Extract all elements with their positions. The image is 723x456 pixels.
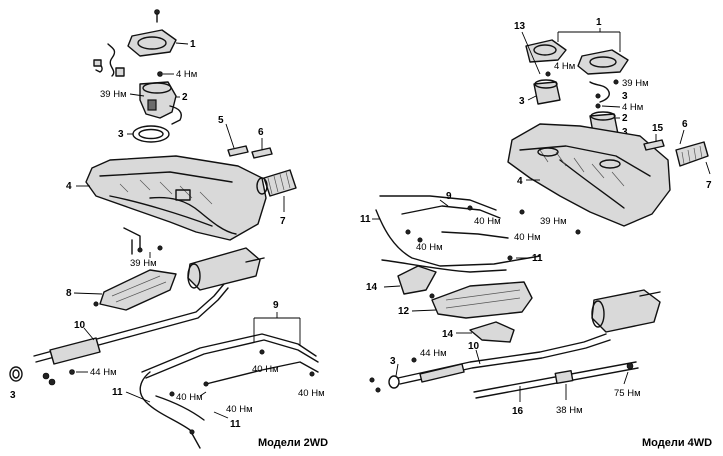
harness-right — [589, 79, 619, 109]
torque-left-40nm-a: 40 Нм — [252, 364, 279, 375]
callout-left-5: 5 — [218, 115, 224, 126]
lower-lines-clamps — [125, 371, 229, 449]
part-10-pipe-4wd — [397, 333, 611, 385]
torque-left-44nm: 44 Нм — [90, 367, 117, 378]
callout-right-2: 2 — [622, 113, 628, 124]
part-14-shield-b — [456, 321, 515, 343]
diagram-2wd: 1 4 Нм 2 39 Нм 3 — [9, 9, 328, 449]
callout-right-15: 15 — [652, 123, 664, 134]
harness-wire — [93, 43, 125, 77]
callout-right-3c: 3 — [622, 127, 628, 138]
gasket-3-right — [388, 363, 400, 389]
part-1-covers — [557, 28, 629, 75]
torque-right-75nm: 75 Нм — [614, 388, 641, 399]
torque-right-39nm-b: 39 Нм — [540, 216, 567, 227]
part-16-propeller-shaft — [473, 361, 639, 402]
torque-right-39nm-a: 39 Нм — [622, 78, 649, 89]
part-3-gasket — [127, 125, 170, 143]
diagram-4wd: 1 13 4 Нм 3 39 Нм 3 4 Нм 2 3 — [360, 17, 712, 449]
callout-left-2: 2 — [182, 92, 188, 103]
part-8-heat-shield — [73, 269, 177, 311]
torque-right-44nm: 44 Нм — [420, 348, 447, 359]
callout-left-8: 8 — [66, 288, 72, 299]
flange-nuts-left — [42, 369, 88, 386]
torque-right-4nm-b: 4 Нм — [622, 102, 643, 113]
part-6-hose-right — [679, 129, 685, 145]
callout-right-6: 6 — [682, 119, 688, 130]
callout-right-10: 10 — [468, 341, 480, 352]
callout-left-3a: 3 — [118, 129, 124, 140]
torque-left-40nm-d: 40 Нм — [226, 404, 253, 415]
callout-right-3a: 3 — [519, 96, 525, 107]
callout-right-14a: 14 — [366, 282, 378, 293]
torque-right-38nm: 38 Нм — [556, 405, 583, 416]
callout-right-9: 9 — [446, 191, 452, 202]
callout-right-11b: 11 — [532, 253, 543, 264]
part-1-cover — [127, 29, 189, 57]
part-14-shield-a — [383, 265, 437, 295]
callout-right-4: 4 — [517, 176, 523, 187]
callout-right-11a: 11 — [360, 214, 371, 225]
callout-left-6: 6 — [258, 127, 264, 138]
callout-right-16: 16 — [512, 406, 524, 417]
callout-left-3b: 3 — [10, 390, 16, 401]
torque-left-39nm-b: 39 Нм — [130, 258, 157, 269]
part-4-fuel-tank — [76, 155, 267, 241]
part-9-fuel-lines — [141, 312, 319, 385]
callout-left-11b: 11 — [230, 419, 241, 430]
torque-left-39nm-a: 39 Нм — [100, 89, 127, 100]
screw-top — [154, 9, 160, 23]
callout-left-9: 9 — [273, 300, 279, 311]
torque-right-40nm-c: 40 Нм — [514, 232, 541, 243]
torque-left-4nm: 4 Нм — [176, 69, 197, 80]
torque-right-40nm-b: 40 Нм — [416, 242, 443, 253]
part-13-cover — [525, 39, 567, 63]
callout-right-1: 1 — [596, 17, 602, 28]
callout-left-4: 4 — [66, 181, 72, 192]
part-10-exhaust-pipe — [33, 283, 229, 365]
flange-nuts-right — [369, 377, 381, 393]
callout-right-3b: 3 — [622, 91, 628, 102]
caption-4wd: Модели 4WD — [642, 437, 712, 449]
callout-right-14b: 14 — [442, 329, 454, 340]
callout-right-13: 13 — [514, 21, 526, 32]
part-15-hose — [643, 134, 665, 151]
part-5-hose — [225, 123, 249, 157]
part-6-hose — [251, 138, 273, 159]
callout-left-1: 1 — [190, 39, 196, 50]
part-3-gasket-lower — [9, 366, 23, 382]
torque-left-40nm-c: 40 Нм — [176, 392, 203, 403]
caption-2wd: Модели 2WD — [258, 437, 328, 449]
rear-muffler-4wd — [591, 289, 661, 333]
part-3-pump-left — [527, 79, 561, 105]
torque-right-4nm-a: 4 Нм — [554, 61, 575, 72]
torque-left-40nm-b: 40 Нм — [298, 388, 325, 399]
callout-right-12: 12 — [398, 306, 410, 317]
part-2-fuel-pump — [139, 81, 182, 125]
part-12-center-muffler — [411, 281, 533, 319]
callout-left-7: 7 — [280, 216, 286, 227]
part-7-filler-right — [675, 141, 711, 175]
callout-left-10: 10 — [74, 320, 86, 331]
part-7-filler-hose — [256, 169, 297, 212]
callout-left-11a: 11 — [112, 387, 123, 398]
tank-bracket-bolts — [123, 227, 163, 258]
torque-right-40nm-a: 40 Нм — [474, 216, 501, 227]
rear-muffler — [187, 247, 265, 291]
part-4-fuel-tank-4wd — [507, 123, 671, 227]
callout-right-3d: 3 — [390, 356, 396, 367]
bolt-4nm — [157, 71, 163, 77]
callout-right-7: 7 — [706, 180, 712, 191]
